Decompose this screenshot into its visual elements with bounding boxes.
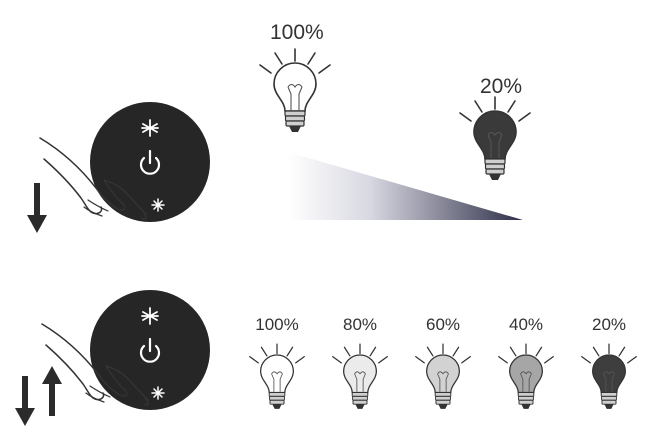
- arrow-down-icon: [27, 183, 47, 233]
- bright-percent-label: 100%: [270, 21, 324, 44]
- step-bulb-icon: [416, 344, 471, 409]
- dim-percent-label: 20%: [480, 75, 522, 98]
- step-percent-label: 80%: [343, 315, 377, 334]
- control-button-panel-bottom: [90, 290, 210, 410]
- arrow-down-icon: [15, 376, 35, 426]
- control-button-panel-top: [90, 102, 210, 222]
- step-percent-label: 100%: [255, 315, 298, 334]
- step-bulb-icon: [499, 344, 554, 409]
- step-bulb-icon: [333, 344, 388, 409]
- step-percent-label: 40%: [509, 315, 543, 334]
- brightness-steps: 100% 80% 60% 40% 20%: [250, 315, 637, 409]
- step-bulb-icon: [582, 344, 637, 409]
- bulb-dim-icon: [460, 97, 530, 180]
- top-dimming-demo: 100% 20%: [27, 21, 530, 233]
- step-percent-label: 60%: [426, 315, 460, 334]
- step-percent-label: 20%: [592, 315, 626, 334]
- bottom-stepped-demo: 100% 80% 60% 40% 20%: [15, 290, 636, 426]
- bulb-bright-icon: [260, 49, 330, 132]
- step-bulb-icon: [250, 344, 305, 409]
- arrow-up-icon: [42, 366, 62, 416]
